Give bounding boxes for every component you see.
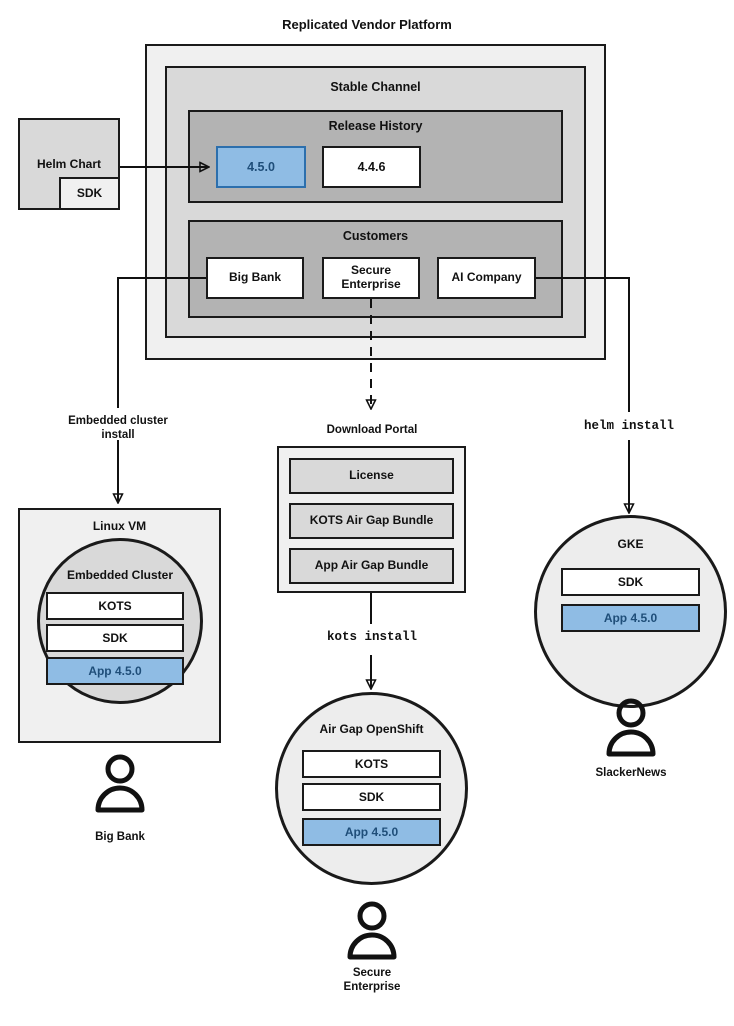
download-artifact-license[interactable]: License	[289, 458, 454, 494]
target-gke-title: GKE	[617, 537, 644, 551]
linux-vm-component-kots[interactable]: KOTS	[46, 592, 184, 620]
stable-channel-title: Stable Channel	[330, 80, 421, 94]
linux-vm-component-sdk[interactable]: SDK	[46, 624, 184, 652]
release-chip-previous[interactable]: 4.4.6	[322, 146, 421, 188]
edge-label-embedded-cluster-install: Embedded cluster install	[68, 415, 168, 442]
embedded-cluster-title: Embedded Cluster	[66, 568, 174, 582]
openshift-component-app[interactable]: App 4.5.0	[302, 818, 441, 846]
openshift-component-kots[interactable]: KOTS	[302, 750, 441, 778]
helm-chart-label: Helm Chart	[36, 157, 101, 171]
release-history-title: Release History	[328, 119, 423, 133]
target-linux-vm-title: Linux VM	[92, 519, 147, 533]
customers-title: Customers	[342, 229, 409, 243]
customer-secure-enterprise[interactable]: Secure Enterprise	[322, 257, 420, 299]
edge-label-helm-install: helm install	[583, 419, 674, 433]
release-chip-current[interactable]: 4.5.0	[216, 146, 306, 188]
edge-label-download-portal: Download Portal	[326, 424, 418, 436]
edge-label-kots-install: kots install	[326, 630, 417, 644]
actor-icon-secure-enterprise	[345, 900, 399, 967]
openshift-component-sdk[interactable]: SDK	[302, 783, 441, 811]
actor-label-secure-enterprise: Secure Enterprise	[343, 967, 401, 994]
download-artifact-kots-air-gap-bundle[interactable]: KOTS Air Gap Bundle	[289, 503, 454, 539]
customer-ai-company[interactable]: AI Company	[437, 257, 536, 299]
actor-icon-slackernews	[604, 697, 658, 764]
customer-big-bank[interactable]: Big Bank	[206, 257, 304, 299]
gke-component-sdk[interactable]: SDK	[561, 568, 700, 596]
actor-label-slackernews: SlackerNews	[595, 767, 667, 779]
linux-vm-component-app[interactable]: App 4.5.0	[46, 657, 184, 685]
download-artifact-app-air-gap-bundle[interactable]: App Air Gap Bundle	[289, 548, 454, 584]
actor-icon-big-bank	[93, 753, 147, 820]
gke-component-app[interactable]: App 4.5.0	[561, 604, 700, 632]
helm-chart-sdk-box[interactable]: SDK	[59, 177, 120, 210]
target-air-gap-openshift-title: Air Gap OpenShift	[319, 722, 424, 736]
page-title: Replicated Vendor Platform	[282, 17, 452, 32]
actor-label-big-bank: Big Bank	[95, 831, 145, 843]
